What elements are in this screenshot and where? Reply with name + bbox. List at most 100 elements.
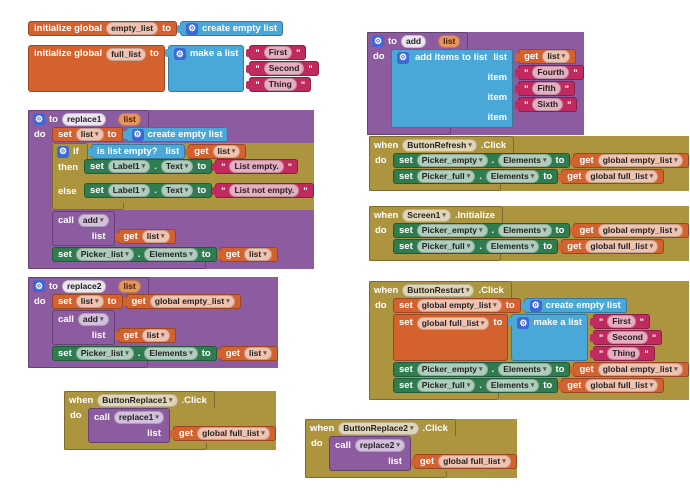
mutator-gear-icon[interactable]: ⚙ bbox=[372, 35, 384, 47]
text-string-block[interactable]: " Fourth " bbox=[515, 65, 584, 80]
set-property-block[interactable]: set Picker_full . Elements to bbox=[393, 239, 559, 254]
text-string-block[interactable]: " First " bbox=[246, 45, 307, 60]
procedure-name-field[interactable]: replace1 bbox=[61, 112, 107, 126]
procedure-header[interactable]: ⚙ to add list bbox=[367, 32, 469, 49]
get-variable-block[interactable]: get global empty_list bbox=[122, 294, 241, 309]
is-list-empty-block[interactable]: is list empty? list bbox=[87, 144, 186, 159]
variable-dropdown[interactable]: list bbox=[141, 230, 170, 243]
mutator-gear-icon[interactable]: ⚙ bbox=[529, 299, 542, 312]
get-variable-block[interactable]: get list bbox=[515, 49, 577, 64]
property-dropdown[interactable]: Elements bbox=[498, 224, 552, 237]
call-procedure-block[interactable]: call replace2 list bbox=[329, 436, 411, 471]
param-list[interactable]: list bbox=[438, 34, 461, 48]
variable-dropdown[interactable]: global empty_list bbox=[597, 154, 683, 167]
text-string-block[interactable]: " Fifth " bbox=[515, 81, 576, 96]
variable-dropdown[interactable]: global empty_list bbox=[416, 299, 502, 312]
get-variable-block[interactable]: get global empty_list bbox=[570, 153, 689, 168]
get-variable-block[interactable]: get global full_list bbox=[410, 454, 517, 469]
property-dropdown[interactable]: Elements bbox=[144, 347, 198, 360]
variable-dropdown[interactable]: list bbox=[141, 329, 170, 342]
get-variable-block[interactable]: get list bbox=[114, 328, 176, 343]
component-dropdown[interactable]: Label1 bbox=[107, 184, 151, 197]
procedure-header[interactable]: ⚙ to replace2 list bbox=[28, 277, 149, 294]
procedure-dropdown[interactable]: add bbox=[77, 313, 109, 326]
variable-dropdown[interactable]: global full_list bbox=[585, 379, 659, 392]
set-property-block[interactable]: set Label1 . Text to bbox=[84, 159, 213, 174]
component-dropdown[interactable]: Picker_empty bbox=[416, 224, 488, 237]
make-a-list-block[interactable]: ⚙ make a list bbox=[508, 314, 588, 361]
variable-dropdown[interactable]: list bbox=[243, 347, 272, 360]
text-string-block[interactable]: " First " bbox=[589, 314, 650, 329]
if-header[interactable]: ⚙ if bbox=[52, 143, 88, 159]
mutator-gear-icon[interactable]: ⚙ bbox=[517, 317, 530, 329]
create-empty-list-block[interactable]: ⚙ create empty list bbox=[122, 127, 229, 142]
text-string-block[interactable]: " Thing " bbox=[589, 346, 655, 361]
set-variable-block[interactable]: set list to bbox=[52, 127, 123, 142]
set-variable-block[interactable]: set global full_list to bbox=[393, 314, 509, 361]
variable-dropdown[interactable]: list bbox=[212, 145, 241, 158]
block-event-screen1-initialize[interactable]: when Screen1 .Initialize do set Picker_e… bbox=[369, 206, 689, 261]
procedure-dropdown[interactable]: replace1 bbox=[113, 411, 164, 424]
text-field[interactable]: Thing bbox=[263, 78, 297, 91]
component-dropdown[interactable]: ButtonRefresh bbox=[402, 138, 477, 152]
block-event-buttonrestart-click[interactable]: when ButtonRestart .Click do set global … bbox=[369, 281, 689, 400]
global-name-field[interactable]: full_list bbox=[106, 48, 146, 61]
call-procedure-block[interactable]: call replace1 list bbox=[88, 408, 170, 443]
mutator-gear-icon[interactable]: ⚙ bbox=[397, 51, 409, 64]
component-dropdown[interactable]: Picker_full bbox=[416, 379, 476, 392]
text-field[interactable]: First bbox=[607, 315, 636, 328]
param-list[interactable]: list bbox=[118, 112, 141, 126]
variable-dropdown[interactable]: global full_list bbox=[585, 240, 659, 253]
get-variable-block[interactable]: get global empty_list bbox=[570, 362, 689, 377]
get-variable-block[interactable]: get list bbox=[216, 247, 278, 262]
component-dropdown[interactable]: Picker_list bbox=[75, 248, 134, 261]
event-header[interactable]: when ButtonReplace2 .Click bbox=[305, 419, 456, 436]
set-property-block[interactable]: set Picker_empty . Elements to bbox=[393, 223, 571, 238]
set-property-block[interactable]: set Picker_empty . Elements to bbox=[393, 153, 571, 168]
init-global-block[interactable]: initialize global full_list to bbox=[28, 45, 165, 92]
text-field[interactable]: Fifth bbox=[532, 82, 561, 95]
property-dropdown[interactable]: Text bbox=[160, 184, 194, 197]
block-event-buttonreplace2-click[interactable]: when ButtonReplace2 .Click do call repla… bbox=[305, 419, 517, 478]
component-dropdown[interactable]: Label1 bbox=[107, 160, 151, 173]
variable-dropdown[interactable]: list bbox=[243, 248, 272, 261]
get-variable-block[interactable]: get global empty_list bbox=[570, 223, 689, 238]
component-dropdown[interactable]: ButtonReplace2 bbox=[338, 421, 419, 435]
text-string-block[interactable]: " List not empty. " bbox=[212, 183, 314, 198]
get-variable-block[interactable]: get global full_list bbox=[558, 169, 665, 184]
text-field[interactable]: Sixth bbox=[532, 98, 564, 111]
add-items-to-list-block[interactable]: ⚙ add items to list list item item item bbox=[391, 49, 514, 128]
component-dropdown[interactable]: Picker_empty bbox=[416, 154, 488, 167]
get-variable-block[interactable]: get global full_list bbox=[558, 378, 665, 393]
text-field[interactable]: Second bbox=[263, 62, 305, 75]
component-dropdown[interactable]: ButtonRestart bbox=[402, 283, 475, 297]
text-field[interactable]: Thing bbox=[607, 347, 641, 360]
event-header[interactable]: when ButtonRestart .Click bbox=[369, 281, 512, 298]
create-empty-list-block[interactable]: ⚙ create empty list bbox=[177, 21, 284, 36]
variable-dropdown[interactable]: global full_list bbox=[197, 427, 270, 440]
global-name-field[interactable]: empty_list bbox=[106, 22, 159, 35]
set-property-block[interactable]: set Picker_full . Elements to bbox=[393, 378, 559, 393]
property-dropdown[interactable]: Elements bbox=[498, 363, 552, 376]
procedure-name-field[interactable]: add bbox=[400, 34, 427, 48]
property-dropdown[interactable]: Elements bbox=[498, 154, 552, 167]
block-event-buttonrefresh-click[interactable]: when ButtonRefresh .Click do set Picker_… bbox=[369, 136, 689, 191]
block-init-global-full-list[interactable]: initialize global full_list to ⚙ make a … bbox=[28, 45, 319, 92]
text-string-block[interactable]: " Second " bbox=[246, 61, 319, 76]
block-event-buttonreplace1-click[interactable]: when ButtonReplace1 .Click do call repla… bbox=[64, 391, 276, 450]
mutator-gear-icon[interactable]: ⚙ bbox=[33, 280, 45, 292]
set-property-block[interactable]: set Picker_empty . Elements to bbox=[393, 362, 571, 377]
mutator-gear-icon[interactable]: ⚙ bbox=[131, 128, 144, 141]
create-empty-list-block[interactable]: ⚙ create empty list bbox=[520, 298, 627, 313]
text-field[interactable]: Second bbox=[607, 331, 648, 344]
property-dropdown[interactable]: Elements bbox=[485, 240, 540, 253]
property-dropdown[interactable]: Text bbox=[160, 160, 194, 173]
block-procedure-replace1[interactable]: ⚙ to replace1 list do set list to ⚙ crea… bbox=[28, 110, 314, 269]
set-variable-block[interactable]: set global empty_list to bbox=[393, 298, 521, 313]
event-header[interactable]: when Screen1 .Initialize bbox=[369, 206, 504, 223]
get-variable-block[interactable]: get global full_list bbox=[169, 426, 276, 441]
get-variable-block[interactable]: get global full_list bbox=[558, 239, 665, 254]
set-property-block[interactable]: set Label1 . Text to bbox=[84, 183, 213, 198]
param-list[interactable]: list bbox=[118, 279, 141, 293]
